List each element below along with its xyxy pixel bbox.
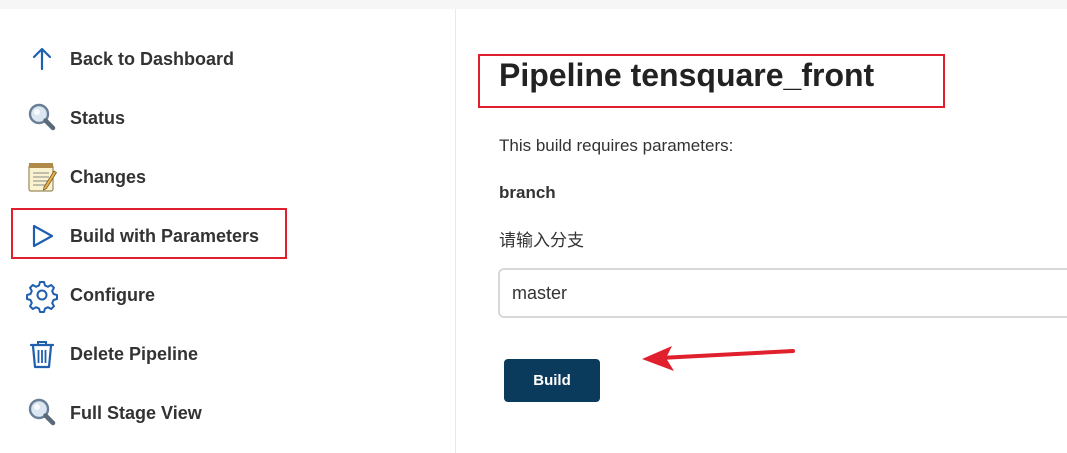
sidebar-item-delete-pipeline[interactable]: Delete Pipeline [22, 334, 422, 374]
sidebar-item-label: Back to Dashboard [70, 48, 235, 69]
branch-input[interactable] [498, 268, 1067, 318]
sidebar-item-status[interactable]: Status [22, 98, 422, 138]
arrow-up-icon [22, 39, 62, 79]
sidebar-item-full-stage-view[interactable]: Full Stage View [22, 393, 422, 433]
requires-parameters-text: This build requires parameters: [499, 136, 734, 155]
build-button[interactable]: Build [504, 359, 600, 402]
magnifier-icon [22, 393, 62, 433]
parameter-description: 请输入分支 [499, 231, 584, 250]
notepad-icon [22, 157, 62, 197]
sidebar-divider [455, 9, 456, 453]
sidebar-item-label: Configure [70, 284, 155, 305]
sidebar-item-label: Delete Pipeline [70, 343, 199, 364]
sidebar-item-build-with-parameters[interactable]: Build with Parameters [22, 216, 422, 256]
top-bar [0, 0, 1067, 9]
sidebar-item-label: Full Stage View [70, 402, 202, 423]
highlight-box-sidebar [11, 208, 287, 259]
sidebar-item-back-to-dashboard[interactable]: Back to Dashboard [22, 39, 422, 79]
highlight-box-title [478, 54, 945, 108]
parameter-name: branch [499, 183, 556, 202]
page-title: Pipeline tensquare_front [499, 57, 875, 93]
sidebar-item-changes[interactable]: Changes [22, 157, 422, 197]
gear-icon [22, 275, 62, 315]
sidebar-item-label: Status [70, 107, 126, 128]
play-icon [22, 216, 62, 256]
sidebar-item-configure[interactable]: Configure [22, 275, 422, 315]
annotation-arrow [642, 346, 795, 371]
trash-icon [22, 334, 62, 374]
magnifier-icon [22, 98, 62, 138]
sidebar-item-label: Build with Parameters [70, 225, 260, 246]
sidebar-item-label: Changes [70, 166, 147, 187]
